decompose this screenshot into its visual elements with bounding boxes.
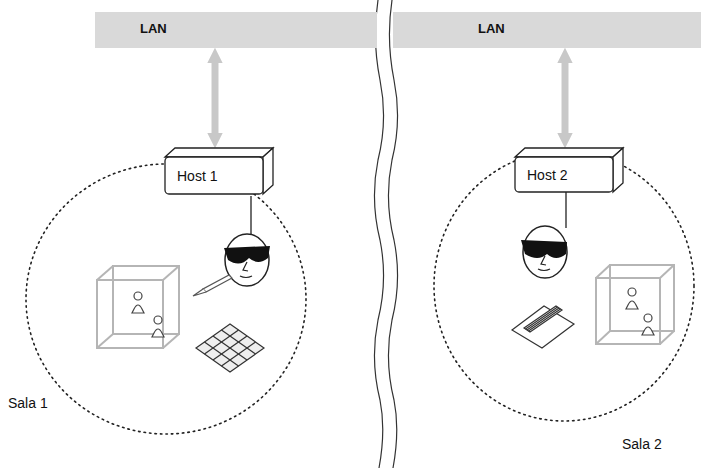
room-label: Sala 2 [622, 436, 662, 452]
wire [565, 190, 566, 228]
room-region: Host 1Sala 1 [25, 163, 307, 435]
cube [596, 265, 674, 344]
pen [193, 275, 232, 296]
room-region: Host 2Sala 2 [433, 150, 695, 422]
pawns [132, 292, 164, 337]
room-label: Sala 1 [8, 395, 48, 411]
user-head [521, 226, 567, 278]
host-box: Host 1 [165, 148, 273, 194]
host-label: Host 2 [527, 167, 567, 183]
paper [512, 306, 574, 348]
room-outline [25, 163, 307, 435]
break-lines [374, 0, 397, 468]
network-link [212, 60, 219, 136]
lan-band: LAN [95, 12, 377, 48]
lan-band: LAN [393, 12, 701, 48]
network-link [562, 60, 569, 136]
host-label: Host 1 [177, 168, 217, 184]
pawns [626, 288, 654, 335]
host-box: Host 2 [515, 148, 623, 192]
keypad [196, 324, 264, 372]
network-label: LAN [140, 21, 167, 36]
wire [250, 196, 251, 234]
cube [97, 266, 179, 348]
network-label: LAN [478, 21, 505, 36]
